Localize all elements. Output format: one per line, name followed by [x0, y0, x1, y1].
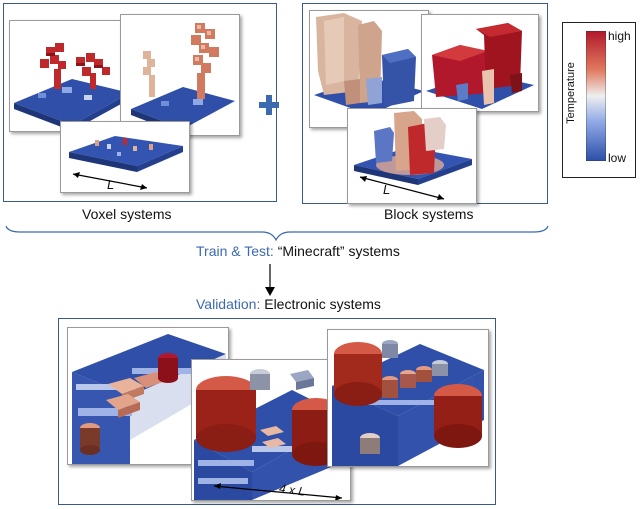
voxel-systems-panel: L	[3, 3, 277, 202]
block-sample-red	[421, 14, 539, 112]
block-length-label: L	[383, 182, 391, 197]
voxel-length-label: L	[107, 177, 115, 192]
colorbar-low-label: low	[608, 151, 627, 165]
voxel-sample-red	[9, 20, 133, 132]
temperature-colorbar: high low Temperature	[562, 22, 636, 178]
train-test-prefix: Train & Test:	[196, 243, 274, 259]
validation-text: Electronic systems	[260, 296, 381, 312]
train-test-text: “Minecraft” systems	[273, 243, 400, 259]
validation-prefix: Validation:	[196, 296, 261, 312]
block-systems-label: Block systems	[384, 206, 474, 222]
voxel-systems-label: Voxel systems	[82, 206, 172, 222]
validation-caption: Validation: Electronic systems	[196, 296, 381, 312]
voxel-sample-pale	[120, 14, 240, 136]
colorbar-high-label: high	[608, 29, 631, 43]
grouping-brace	[5, 225, 549, 242]
down-arrow-icon	[265, 264, 275, 296]
plus-icon	[258, 94, 280, 116]
block-sample-center	[347, 108, 477, 204]
electronic-sample-right	[327, 329, 489, 467]
train-test-caption: Train & Test: “Minecraft” systems	[196, 243, 400, 259]
electronic-systems-panel: 4 x L	[58, 318, 496, 505]
electronic-sample-center	[191, 359, 351, 501]
voxel-sample-plate	[60, 121, 190, 193]
block-systems-panel: L	[302, 3, 548, 204]
colorbar-title: Temperature	[565, 62, 577, 124]
